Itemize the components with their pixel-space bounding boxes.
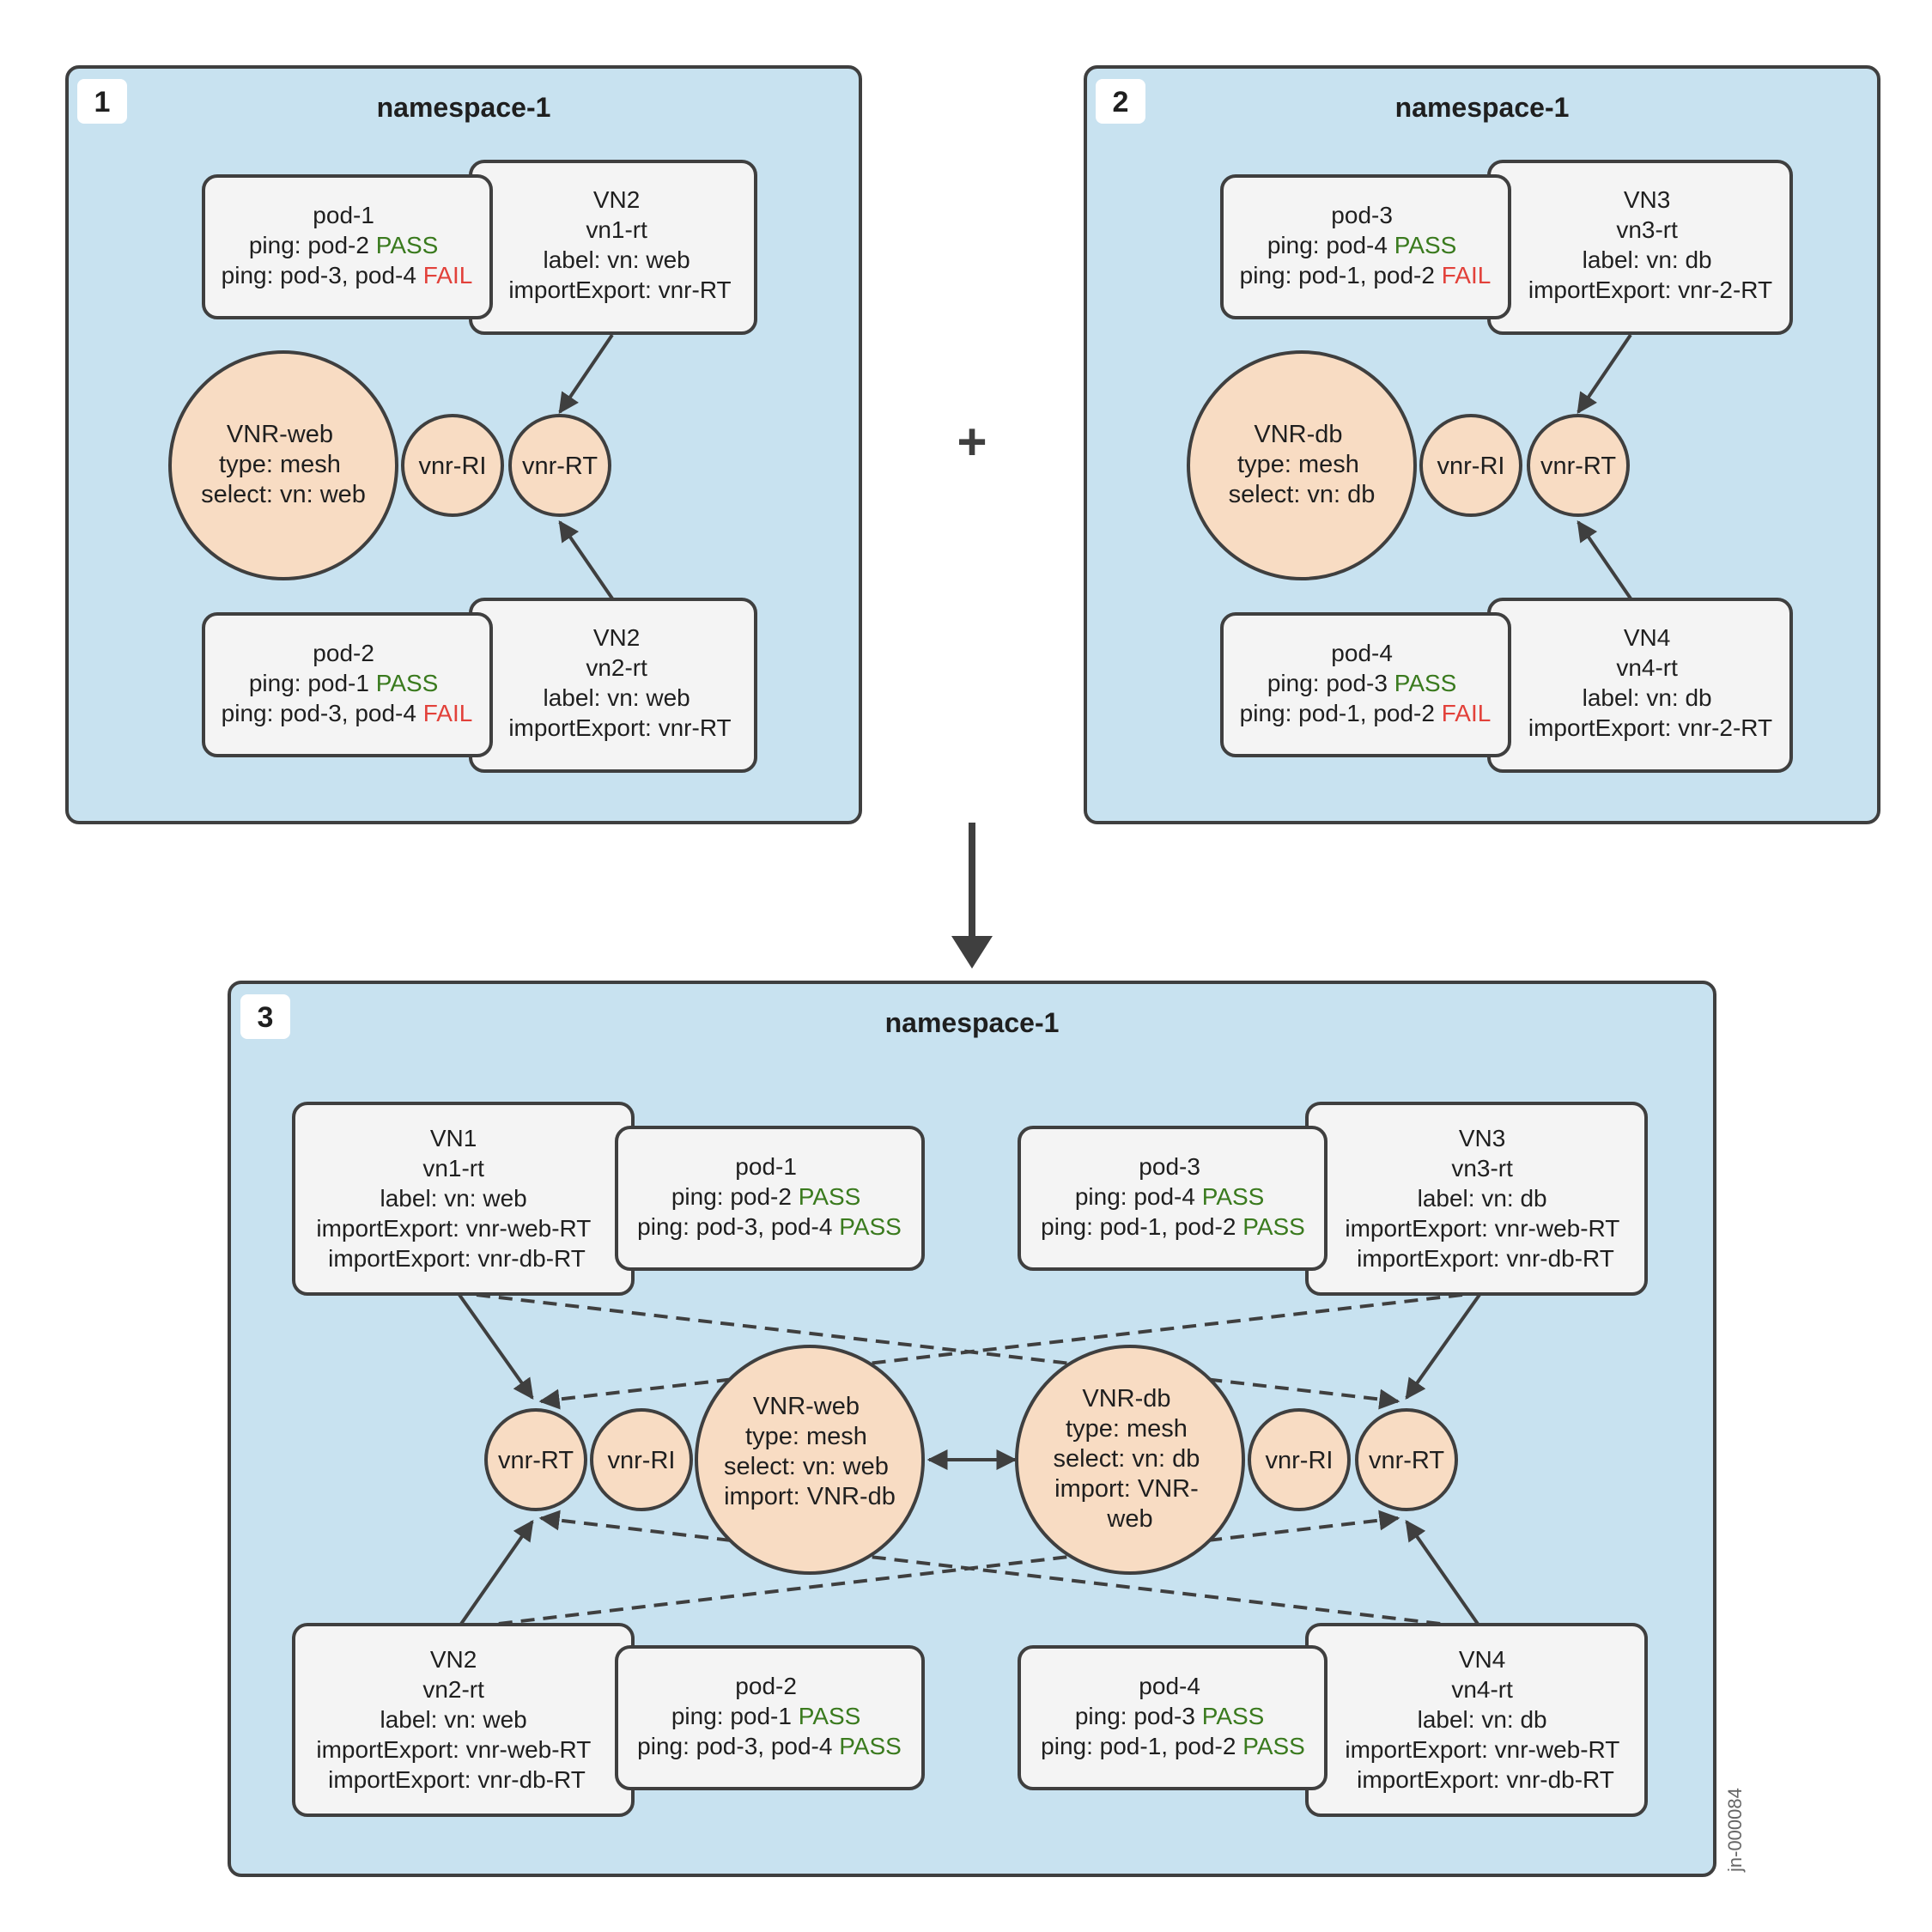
vn3-to-vnr-rt-arrow [1405,1293,1481,1400]
panel-2-title: namespace-1 [1395,92,1570,123]
vn4-to-vnr-rt-arrow [1405,1520,1481,1628]
plus-sign: + [957,413,987,471]
pod-box-pod-1 [615,1126,925,1271]
vnr-rt-circle [508,414,611,517]
panel-3-badge [240,994,290,1039]
pod-box-text: pod-2 ping: pod-1 PASS ping: pod-3, pod-… [222,640,473,726]
panel-1-badge-number: 1 [94,86,111,118]
panel-1-badge [77,79,127,124]
vn1-to-vnr-rt-arrow [458,1293,534,1400]
pod-box-text: pod-3 ping: pod-4 PASS ping: pod-1, pod-… [1041,1153,1305,1240]
vn-box-text: VN3 vn3-rt label: vn: db importExport: v… [1345,1125,1625,1272]
vn-box-text: VN2 vn1-rt label: vn: web importExport: … [508,186,731,303]
pod-box-text: pod-1 ping: pod-2 PASS ping: pod-3, pod-… [637,1153,902,1240]
vnr-rt-circle [1355,1408,1458,1511]
vn1-to-vnr-rt-arrow [558,333,614,414]
vnr-db-circle [1187,350,1417,580]
pod-box-text: pod-1 ping: pod-2 PASS ping: pod-3, pod-… [222,202,473,289]
vnr-ri-label: vnr-RI [608,1447,676,1474]
panel-3: 3 namespace-1 VN1 vn1-rt label: vn: web … [228,981,1716,1877]
vnr-web-text: VNR-web type: mesh select: vn: web [201,421,366,508]
panel-2: 2 namespace-1 VN3 vn3-rt label: vn: db i… [1084,65,1880,824]
vnr-ri-circle [1419,414,1522,517]
pod-box-pod-3 [1018,1126,1327,1271]
vn4-to-vnr-rt-arrow [1577,520,1632,600]
panel-3-title: namespace-1 [885,1007,1060,1038]
vnr-web-text: VNR-web type: mesh select: vn: web impor… [724,1393,896,1510]
vn-box-text: VN4 vn4-rt label: vn: db importExport: v… [1528,624,1772,741]
vnr-ri-label: vnr-RI [1437,453,1505,480]
pod-box-pod-2 [202,612,493,757]
vnr-ri-label: vnr-RI [1266,1447,1334,1474]
pod-box-pod-4 [1220,612,1511,757]
vnr-rt-label: vnr-RT [1540,453,1616,480]
pod-box-text: pod-3 ping: pod-4 PASS ping: pod-1, pod-… [1240,202,1492,289]
pod-box-text: pod-4 ping: pod-3 PASS ping: pod-1, pod-… [1041,1673,1305,1759]
pod-box-pod-1 [202,174,493,319]
vnr-db-text: VNR-db type: mesh select: vn: db import:… [1054,1385,1207,1533]
vn2-to-vnr-rt-arrow [458,1520,534,1628]
vn-box-text: VN1 vn1-rt label: vn: web importExport: … [316,1125,597,1272]
vn-box-text: VN2 vn2-rt label: vn: web importExport: … [508,624,731,741]
panel-2-badge-number: 2 [1113,86,1129,118]
vnr-ri-circle [590,1408,693,1511]
panel-1-title: namespace-1 [377,92,551,123]
vnr-rt-label: vnr-RT [522,453,598,480]
vn2-to-vnr-rt-arrow [558,520,614,600]
vn-box-text: VN4 vn4-rt label: vn: db importExport: v… [1345,1646,1625,1793]
figure-id: jn-000084 [1724,1788,1746,1873]
panel-3-badge-number: 3 [258,1001,274,1034]
vnr-web-circle [695,1345,925,1575]
pod-box-pod-3 [1220,174,1511,319]
panel-2-badge [1096,79,1145,124]
vnr-rt-label: vnr-RT [498,1447,574,1474]
pod-box-pod-2 [615,1645,925,1790]
vnr-rt-circle [484,1408,587,1511]
pod-box-text: pod-4 ping: pod-3 PASS ping: pod-1, pod-… [1240,640,1492,726]
panel-1: 1 namespace-1 VN2 vn1-rt label: vn: web … [65,65,862,824]
vn-box-text: VN2 vn2-rt label: vn: web importExport: … [316,1646,597,1793]
vn-box-text: VN3 vn3-rt label: vn: db importExport: v… [1528,186,1772,303]
vnr-rt-circle [1527,414,1630,517]
vnr-ri-circle [401,414,504,517]
vnr-web-circle [168,350,398,580]
pod-box-pod-4 [1018,1645,1327,1790]
vnr-rt-label: vnr-RT [1369,1447,1444,1474]
vn3-to-vnr-rt-arrow [1577,333,1632,414]
vnr-db-text: VNR-db type: mesh select: vn: db [1229,421,1376,508]
vnr-ri-label: vnr-RI [419,453,487,480]
vnr-db-circle [1015,1345,1245,1575]
merge-arrow-head [951,936,993,969]
pod-box-text: pod-2 ping: pod-1 PASS ping: pod-3, pod-… [637,1673,902,1759]
vnr-ri-circle [1248,1408,1351,1511]
